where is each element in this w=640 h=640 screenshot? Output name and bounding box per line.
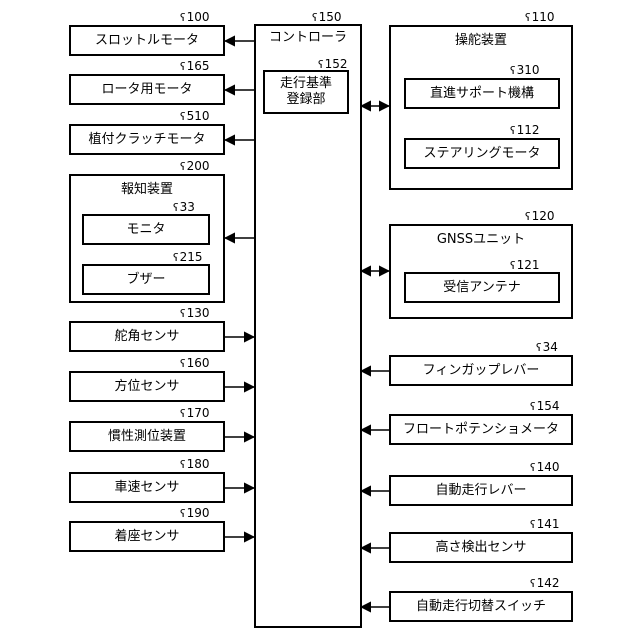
buzzer-box: ブザー — [82, 264, 210, 295]
monitor-ref: ʕ33 — [173, 200, 195, 215]
buzzer-ref: ʕ215 — [173, 250, 203, 265]
steering-motor-box: ステアリングモータ — [404, 138, 560, 169]
monitor-label: モニタ — [84, 222, 208, 238]
receiving-antenna-label: 受信アンテナ — [406, 280, 558, 296]
straight-support-mechanism-ref: ʕ310 — [510, 63, 540, 78]
registration-unit-ref: ʕ152 — [318, 57, 348, 72]
direction-sensor-ref: ʕ160 — [180, 356, 210, 371]
rudder-angle-sensor-ref: ʕ130 — [180, 306, 210, 321]
auto-travel-lever-ref: ʕ140 — [530, 460, 560, 475]
rotor-motor-label: ロータ用モータ — [71, 82, 223, 98]
vehicle-speed-sensor-ref: ʕ180 — [180, 457, 210, 472]
controller-box: コントローラ — [254, 24, 362, 628]
finger-gap-lever-label: フィンガップレバー — [391, 363, 571, 379]
auto-travel-switch-label: 自動走行切替スイッチ — [391, 599, 571, 615]
height-detection-sensor-label: 高さ検出センサ — [391, 540, 571, 556]
auto-travel-switch-box: 自動走行切替スイッチ — [389, 591, 573, 622]
height-detection-sensor-box: 高さ検出センサ — [389, 532, 573, 563]
auto-travel-lever-label: 自動走行レバー — [391, 483, 571, 499]
seat-sensor-ref: ʕ190 — [180, 506, 210, 521]
seat-sensor-label: 着座センサ — [71, 529, 223, 545]
throttle-motor-box: スロットルモータ — [69, 25, 225, 56]
direction-sensor-box: 方位センサ — [69, 371, 225, 402]
registration-unit-label: 走行基準 登録部 — [265, 76, 347, 108]
float-potentiometer-box: フロートポテンショメータ — [389, 414, 573, 445]
straight-support-mechanism-label: 直進サポート機構 — [406, 86, 558, 102]
rotor-motor-ref: ʕ165 — [180, 59, 210, 74]
throttle-motor-ref: ʕ100 — [180, 10, 210, 25]
receiving-antenna-box: 受信アンテナ — [404, 272, 560, 303]
steering-device-ref: ʕ110 — [525, 10, 555, 25]
notification-device-label: 報知装置 — [71, 182, 223, 198]
buzzer-label: ブザー — [84, 272, 208, 288]
finger-gap-lever-box: フィンガップレバー — [389, 355, 573, 386]
monitor-box: モニタ — [82, 214, 210, 245]
registration-unit-box: 走行基準 登録部 — [263, 70, 349, 114]
inertial-measurement-unit-ref: ʕ170 — [180, 406, 210, 421]
controller-label: コントローラ — [256, 30, 360, 46]
straight-support-mechanism-box: 直進サポート機構 — [404, 78, 560, 109]
planting-clutch-motor-box: 植付クラッチモータ — [69, 124, 225, 155]
notification-device-ref: ʕ200 — [180, 159, 210, 174]
seat-sensor-box: 着座センサ — [69, 521, 225, 552]
rotor-motor-box: ロータ用モータ — [69, 74, 225, 105]
steering-motor-label: ステアリングモータ — [406, 146, 558, 162]
inertial-measurement-unit-box: 慣性測位装置 — [69, 421, 225, 452]
gnss-unit-label: GNSSユニット — [391, 232, 571, 248]
direction-sensor-label: 方位センサ — [71, 379, 223, 395]
controller-ref: ʕ150 — [312, 10, 342, 25]
steering-motor-ref: ʕ112 — [510, 123, 540, 138]
throttle-motor-label: スロットルモータ — [71, 33, 223, 49]
steering-device-label: 操舵装置 — [391, 33, 571, 49]
rudder-angle-sensor-box: 舵角センサ — [69, 321, 225, 352]
vehicle-speed-sensor-label: 車速センサ — [71, 480, 223, 496]
height-detection-sensor-ref: ʕ141 — [530, 517, 560, 532]
float-potentiometer-label: フロートポテンショメータ — [391, 422, 571, 438]
inertial-measurement-unit-label: 慣性測位装置 — [71, 429, 223, 445]
float-potentiometer-ref: ʕ154 — [530, 399, 560, 414]
rudder-angle-sensor-label: 舵角センサ — [71, 329, 223, 345]
auto-travel-lever-box: 自動走行レバー — [389, 475, 573, 506]
vehicle-speed-sensor-box: 車速センサ — [69, 472, 225, 503]
planting-clutch-motor-label: 植付クラッチモータ — [71, 132, 223, 148]
planting-clutch-motor-ref: ʕ510 — [180, 109, 210, 124]
auto-travel-switch-ref: ʕ142 — [530, 576, 560, 591]
gnss-unit-ref: ʕ120 — [525, 209, 555, 224]
finger-gap-lever-ref: ʕ34 — [536, 340, 558, 355]
receiving-antenna-ref: ʕ121 — [510, 258, 540, 273]
